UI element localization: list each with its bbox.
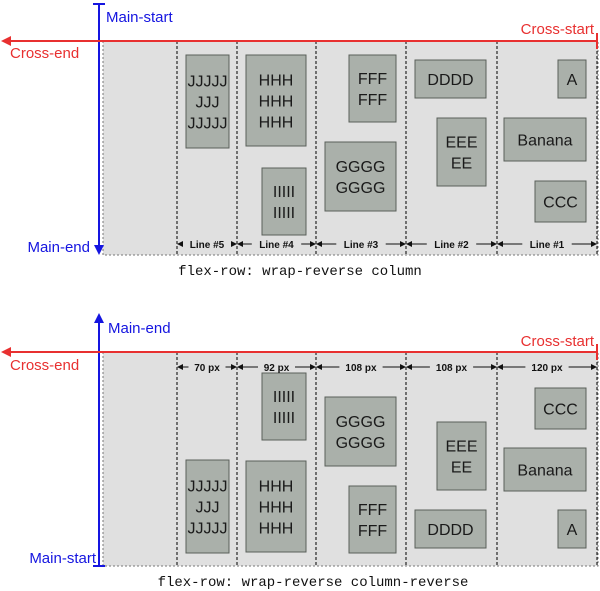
flex-item-box — [503, 447, 587, 492]
flex-item: A — [557, 59, 587, 99]
main-bottom-label: Main-start — [29, 550, 97, 567]
line-label: 108 px — [436, 363, 468, 374]
cross-end-label: Cross-end — [10, 45, 79, 62]
flex-item-box — [185, 54, 230, 149]
line-labels: Line #5 Line #4 Line #3 Line #2 Line #1 — [177, 240, 597, 251]
flex-item: Banana — [503, 117, 587, 162]
cross-start-label: Cross-start — [521, 21, 595, 38]
diagram-caption: flex-row: wrap-reverse column-reverse — [158, 575, 469, 591]
flex-item-box — [414, 509, 487, 549]
flex-item-label: Banana — [517, 133, 572, 150]
cross-start-label: Cross-start — [521, 333, 595, 350]
flex-item-box — [534, 387, 587, 430]
line-label: Line #1 — [530, 240, 565, 251]
flex-item-box — [557, 509, 587, 549]
flex-item-box — [185, 459, 230, 554]
main-top-label: Main-start — [106, 9, 174, 26]
line-dimension: 108 px — [316, 363, 406, 374]
flex-item-box — [324, 141, 397, 212]
line-dimension: Line #4 — [237, 240, 316, 251]
line-label: 108 px — [345, 363, 377, 374]
line-dividers — [176, 41, 598, 255]
line-dimension: Line #2 — [406, 240, 497, 251]
line-dimension: 120 px — [497, 363, 597, 374]
line-label: Line #3 — [344, 240, 379, 251]
flex-item-label: DDDD — [427, 72, 473, 89]
line-label: Line #4 — [259, 240, 294, 251]
cross-end-label: Cross-end — [10, 357, 79, 374]
flex-item-label: A — [567, 522, 578, 539]
main-bottom-label: Main-end — [27, 239, 90, 256]
line-label: 120 px — [531, 363, 563, 374]
flex-item: DDDD — [414, 59, 487, 99]
line-dimension: Line #5 — [177, 240, 237, 251]
flex-item-box — [436, 117, 487, 187]
flex-item-label: DDDD — [427, 522, 473, 539]
flex-item-label: CCC — [543, 195, 578, 212]
line-dimension: 108 px — [406, 363, 497, 374]
line-label: 70 px — [194, 363, 220, 374]
flex-item-box — [261, 372, 307, 441]
flex-item-label: CCC — [543, 402, 578, 419]
flex-item-box — [503, 117, 587, 162]
flex-item-box — [324, 396, 397, 467]
main-top-label: Main-end — [108, 320, 171, 337]
line-dimension: 70 px — [177, 363, 237, 374]
flex-item-box — [557, 59, 587, 99]
line-dimension: 92 px — [237, 363, 316, 374]
diagram-caption: flex-row: wrap-reverse column — [178, 264, 422, 280]
line-label: Line #2 — [434, 240, 469, 251]
flex-item: DDDD — [414, 509, 487, 549]
flex-item-box — [261, 167, 307, 236]
flex-item-box — [348, 54, 397, 123]
flex-item: Banana — [503, 447, 587, 492]
line-dimension: Line #1 — [497, 240, 597, 251]
flex-item-box — [348, 485, 397, 554]
flex-item-box — [245, 460, 307, 553]
line-dividers — [176, 352, 598, 566]
line-dimension: Line #3 — [316, 240, 406, 251]
flex-item: CCC — [534, 180, 587, 223]
flex-item-box — [245, 54, 307, 147]
flex-item-label: Banana — [517, 463, 572, 480]
flex-item: A — [557, 509, 587, 549]
flex-item-box — [534, 180, 587, 223]
flex-item-label: A — [567, 72, 578, 89]
line-labels: 70 px 92 px 108 px 108 px 120 px — [177, 363, 597, 374]
flex-item: CCC — [534, 387, 587, 430]
line-label: Line #5 — [190, 240, 225, 251]
flex-item-box — [414, 59, 487, 99]
line-label: 92 px — [264, 363, 290, 374]
flex-item-box — [436, 421, 487, 491]
